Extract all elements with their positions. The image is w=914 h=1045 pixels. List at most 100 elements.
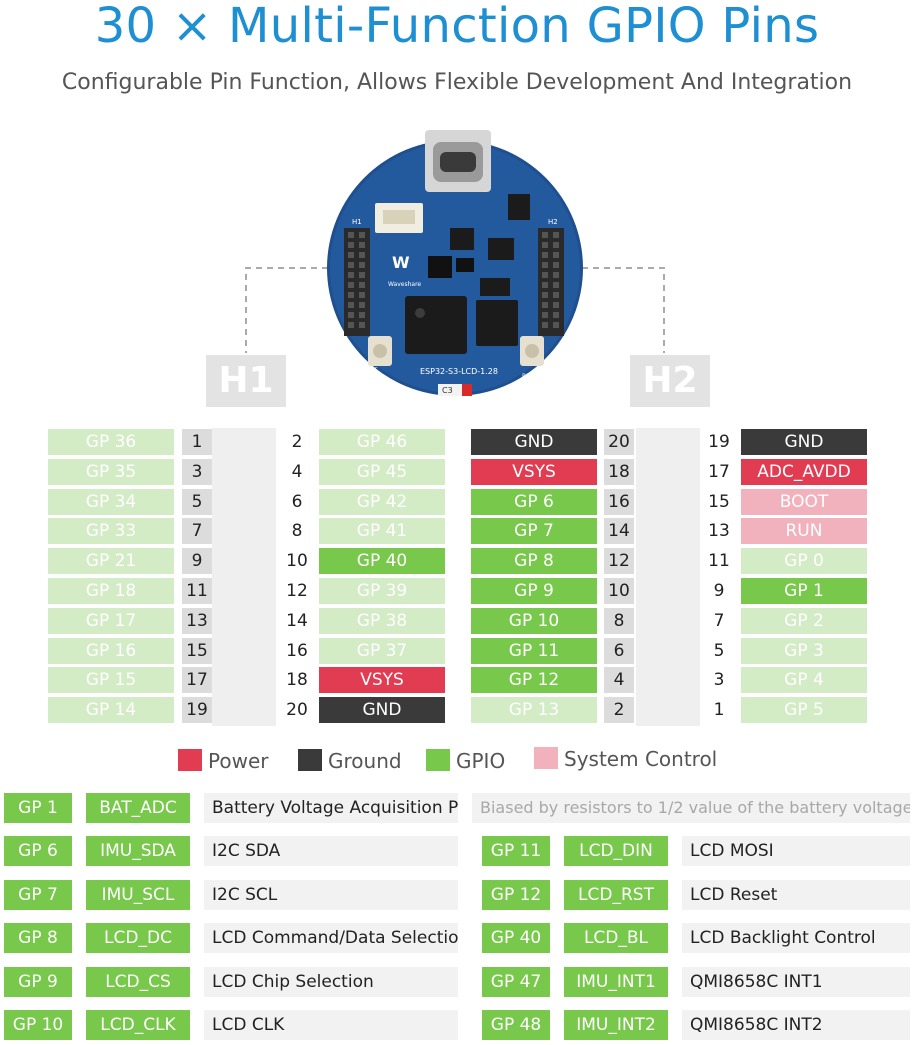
h2-pin-label-left: GP 7 [471, 518, 597, 545]
h1-pin-label-left: GP 36 [48, 429, 174, 455]
h1-pin-label-right: GP 39 [319, 578, 445, 604]
board-illustration: W H1 H2 Waveshare ESP32-S3-LCD-1.28 BOOT… [245, 130, 665, 396]
silk-c3: C3 [442, 386, 453, 395]
h2-pin-number-left: 18 [604, 458, 634, 485]
h2-leader-line [582, 267, 665, 353]
function-right-desc-cell: QMI8658C INT2 [682, 1010, 910, 1041]
function-right-desc-cell: LCD Backlight Control [682, 923, 910, 954]
silk-model: ESP32-S3-LCD-1.28 [420, 367, 498, 376]
h1-pin-number-left: 1 [182, 429, 212, 455]
h2-pin-label-left: GP 13 [471, 697, 597, 724]
function-left-fn-cell: LCD_CS [86, 966, 190, 997]
h2-pin-label-right: GP 1 [741, 578, 867, 604]
function-left-gp-cell: GP 7 [4, 879, 72, 910]
h2-pin-label-left: GP 11 [471, 637, 597, 664]
function-left-desc-cell: LCD Command/Data Selection [204, 923, 458, 954]
h1-pin-label-right: GP 38 [319, 607, 445, 634]
h1-pin-number-right: 18 [286, 670, 308, 691]
h1-header-strip [212, 428, 276, 726]
h2-pin-label-left: GP 8 [471, 548, 597, 575]
function-right-gp-cell: GP 40 [482, 923, 550, 954]
h1-pin-label-left: GP 16 [48, 637, 174, 664]
h2-pin-label-left: GP 6 [471, 488, 597, 515]
legend-gpio-label: GPIO [456, 749, 506, 773]
function-left-desc-cell: LCD CLK [204, 1010, 458, 1041]
h1-pin-label-left: GP 33 [48, 518, 174, 545]
function-left-gp-cell: GP 8 [4, 923, 72, 954]
page-subtitle: Configurable Pin Function, Allows Flexib… [61, 70, 853, 95]
h2-pin-label-right: BOOT [741, 488, 867, 515]
function-left-gp-cell: GP 10 [4, 1010, 72, 1041]
battery-note-cell: Biased by resistors to 1/2 value of the … [472, 793, 910, 823]
h1-leader-line [245, 267, 328, 353]
function-left-gp-cell: GP 9 [4, 966, 72, 997]
function-left-fn-cell: LCD_CLK [86, 1010, 190, 1041]
function-right-fn-cell: LCD_BL [564, 923, 668, 954]
h2-header-strip [636, 428, 700, 726]
h2-pin-number-right: 19 [708, 432, 730, 452]
h2-pin-number-left: 16 [604, 488, 634, 515]
h1-pin-label-right: GP 41 [319, 518, 445, 545]
function-left-fn-cell: LCD_DC [86, 923, 190, 954]
h1-pin-label-left: GP 18 [48, 578, 174, 604]
function-right-gp-cell: GP 12 [482, 879, 550, 910]
function-right-fn-cell: IMU_INT1 [564, 966, 668, 997]
h2-pin-number-left: 6 [604, 637, 634, 664]
silk-h1: H1 [352, 218, 362, 226]
function-left-desc-cell: I2C SCL [204, 879, 458, 910]
imu-chip [428, 256, 452, 278]
h2-pin-label-right: ADC_AVDD [741, 458, 867, 485]
h1-pin-number-right: 10 [286, 551, 308, 572]
h1-pin-number-left: 3 [182, 458, 212, 485]
function-right-desc-cell: LCD Reset [682, 879, 910, 910]
h2-pin-label-right: GP 0 [741, 548, 867, 575]
h2-pin-number-left: 20 [604, 429, 634, 455]
h1-pin-number-right: 16 [286, 640, 308, 661]
h2-pin-number-left: 14 [604, 518, 634, 545]
waveshare-logo-icon: W [392, 253, 410, 272]
h1-pin-label-right: GP 45 [319, 458, 445, 485]
h1-pin-number-left: 17 [182, 667, 212, 694]
h2-pin-label-right: RUN [741, 518, 867, 545]
h1-pin-label-right: GND [319, 697, 445, 724]
h2-pin-label-left: GP 12 [471, 667, 597, 694]
h2-pin-number-left: 2 [604, 697, 634, 724]
h2-pin-label-left: GP 9 [471, 578, 597, 604]
h2-pin-number-left: 10 [604, 578, 634, 604]
h1-pin-number-right: 14 [286, 610, 308, 631]
h2-pin-number-right: 9 [713, 581, 725, 601]
h1-pin-number-left: 19 [182, 697, 212, 724]
silk-h2: H2 [548, 218, 558, 226]
legend-power-label: Power [208, 749, 269, 773]
battery-gp-cell: GP 1 [4, 793, 72, 823]
legend-system-swatch [534, 747, 558, 769]
h1-pin-label-left: GP 35 [48, 458, 174, 485]
h1-label: H1 [206, 355, 286, 407]
legend-ground-label: Ground [328, 749, 402, 773]
h1-pin-number-left: 7 [182, 518, 212, 545]
h1-pin-number-left: 9 [182, 548, 212, 575]
h1-pin-number-left: 15 [182, 637, 212, 664]
h1-pin-label-left: GP 34 [48, 488, 174, 515]
h2-pin-number-right: 11 [708, 551, 730, 572]
function-right-fn-cell: LCD_DIN [564, 836, 668, 866]
legend-ground-swatch [298, 749, 322, 771]
function-left-fn-cell: IMU_SDA [86, 836, 190, 866]
function-right-gp-cell: GP 11 [482, 836, 550, 866]
h1-header-pins [344, 228, 370, 336]
h1-pin-label-left: GP 17 [48, 607, 174, 634]
function-right-gp-cell: GP 47 [482, 966, 550, 997]
h2-pin-number-right: 13 [708, 521, 730, 542]
h1-pin-number-right: 2 [291, 432, 303, 452]
silk-brand: Waveshare [388, 281, 421, 288]
h2-pin-label-right: GP 2 [741, 607, 867, 634]
h1-pin-label-left: GP 21 [48, 548, 174, 575]
h1-pin-number-right: 12 [286, 581, 308, 601]
h2-pin-number-right: 7 [713, 610, 725, 631]
h2-pin-label-right: GND [741, 429, 867, 455]
h2-pin-label-left: VSYS [471, 458, 597, 485]
page-title: 30 × Multi-Function GPIO Pins [94, 0, 820, 54]
function-left-gp-cell: GP 6 [4, 836, 72, 866]
h2-pin-label-right: GP 5 [741, 697, 867, 724]
esp32-chip [405, 296, 467, 354]
